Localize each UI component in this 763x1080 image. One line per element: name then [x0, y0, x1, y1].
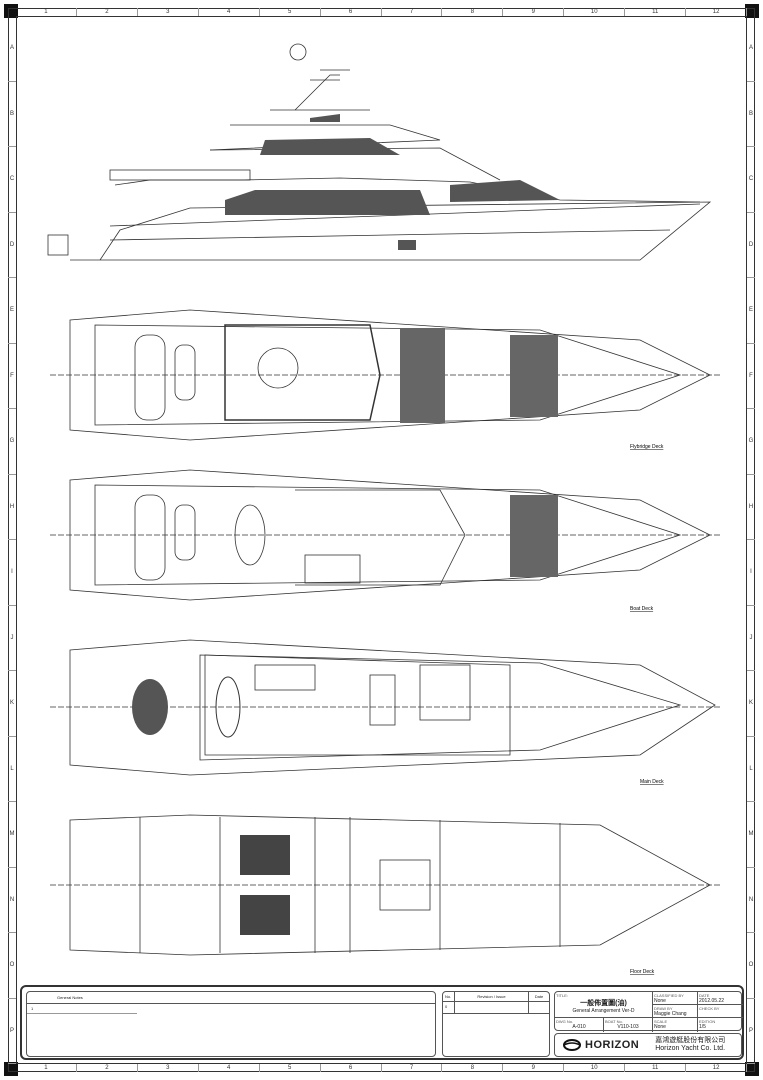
flybridge-deck-plan: Flybridge Deck [50, 309, 720, 450]
general-notes: General Notes 1 [26, 991, 436, 1057]
drawing-info: TITLE: 一般佈置圖(油) General Arrangement Ver-… [554, 991, 743, 1032]
horizon-logo-icon [563, 1039, 581, 1051]
profile-view [47, 43, 712, 261]
company-logo-block: HORIZON 嘉鴻遊艇股份有限公司 Horizon Yacht Co. Ltd… [554, 1033, 742, 1057]
deck-label: Floor Deck [630, 969, 655, 975]
boat-deck-plan: Boat Deck [50, 469, 720, 612]
corner-mark [4, 1062, 18, 1076]
lower-deck-plan: Floor Deck [50, 814, 720, 975]
corner-mark [4, 4, 18, 18]
inner-frame [16, 16, 747, 1064]
corner-mark [745, 4, 759, 18]
main-deck-plan: Main Deck [50, 639, 720, 785]
deck-label: Boat Deck [630, 606, 654, 612]
title-block: General Notes 1 No. Revision / Issue Dat… [20, 985, 744, 1060]
corner-mark [745, 1062, 759, 1076]
deck-label: Main Deck [640, 779, 664, 785]
deck-label: Flybridge Deck [630, 444, 664, 450]
revision-table: No. Revision / Issue Date 0 [442, 991, 550, 1057]
